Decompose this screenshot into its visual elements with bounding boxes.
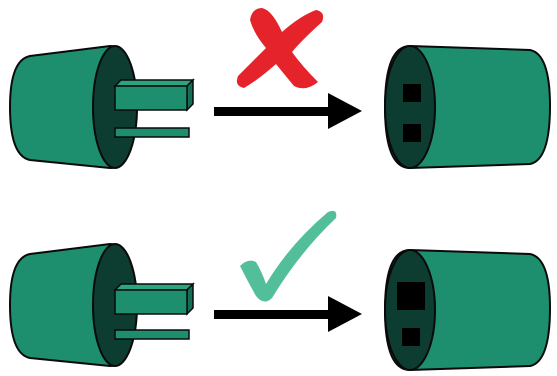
thin-prong (114, 329, 190, 340)
thin-prong (114, 127, 190, 138)
small-square-slot (403, 84, 421, 102)
socket-connector-bottom (383, 248, 552, 372)
small-square-slot (403, 124, 421, 142)
plug-connector-top (8, 44, 195, 170)
small-square-slot (402, 328, 420, 346)
row-correct-connection (8, 210, 552, 372)
arrow-right-icon (214, 93, 362, 129)
thick-prong (113, 78, 195, 112)
socket-face (384, 45, 436, 169)
plug-connector-bottom (8, 242, 195, 368)
green-check-icon (240, 210, 337, 302)
red-x-icon (236, 8, 324, 89)
thick-prong (113, 282, 195, 316)
socket-connector-top (383, 44, 552, 170)
row-incorrect-connection (8, 8, 552, 170)
large-square-slot (397, 282, 425, 310)
arrow-right-icon (214, 296, 362, 332)
